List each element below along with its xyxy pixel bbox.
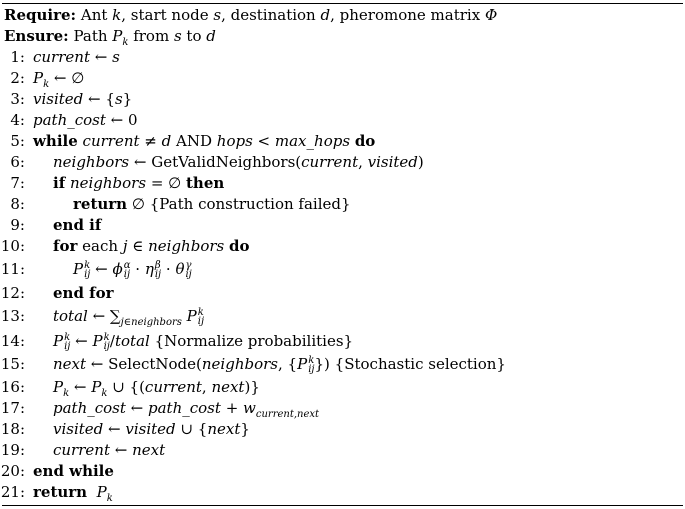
keyword-end-while: end while bbox=[33, 462, 114, 480]
keyword-return: return bbox=[33, 483, 88, 501]
line-number: 2: bbox=[10, 69, 25, 87]
line-code: visited ← visited ∪ {next} bbox=[53, 420, 250, 438]
line-code: end for bbox=[33, 283, 114, 304]
line-8: 8: return ∅ {Path construction failed} bbox=[0, 194, 685, 215]
line-2: 2: Pk ← ∅ bbox=[0, 68, 685, 90]
line-number: 9: bbox=[10, 216, 25, 234]
line-17: 17: path_cost ← path_cost + wcurrent,nex… bbox=[0, 398, 685, 420]
line-1: 1: current ← s bbox=[0, 47, 685, 68]
line-21: 21: return Pk bbox=[0, 482, 685, 504]
line-code: visited ← {s} bbox=[33, 90, 133, 108]
line-number: 19: bbox=[0, 441, 25, 459]
line-code: while current ≠ d AND hops < max_hops do bbox=[33, 132, 376, 150]
keyword-while: while bbox=[33, 132, 78, 150]
line-number: 8: bbox=[10, 195, 25, 213]
line-number: 11: bbox=[0, 260, 25, 278]
keyword-do: do bbox=[354, 132, 376, 150]
line-number: 14: bbox=[0, 332, 25, 350]
line-number: 6: bbox=[10, 153, 25, 171]
comment-failed: {Path construction failed} bbox=[149, 195, 351, 213]
line-6: 6: neighbors ← GetValidNeighbors(current… bbox=[0, 152, 685, 173]
keyword-then: then bbox=[186, 174, 225, 192]
line-number: 7: bbox=[10, 174, 25, 192]
keyword-end-for: end for bbox=[53, 284, 114, 302]
line-code: end while bbox=[33, 461, 114, 482]
line-code: current ← next bbox=[53, 441, 166, 459]
keyword-end-if: end if bbox=[53, 216, 102, 234]
line-number: 16: bbox=[0, 378, 25, 396]
line-number: 12: bbox=[0, 284, 25, 302]
line-number: 4: bbox=[10, 111, 25, 129]
line-code: current ← s bbox=[33, 48, 120, 66]
line-code: return Pk bbox=[33, 483, 113, 504]
function-get-valid-neighbors: GetValidNeighbors bbox=[151, 153, 296, 171]
line-code: if neighbors = ∅ then bbox=[53, 174, 225, 192]
line-number: 10: bbox=[0, 237, 25, 255]
line-number: 17: bbox=[0, 399, 25, 417]
line-code: return ∅ {Path construction failed} bbox=[73, 195, 351, 213]
ensure-label: Ensure: bbox=[4, 27, 69, 45]
line-16: 16: Pk ← Pk ∪ {(current, next)} bbox=[0, 377, 685, 399]
keyword-return: return bbox=[73, 195, 128, 213]
line-code: Pk ← ∅ bbox=[33, 69, 85, 90]
line-number: 13: bbox=[0, 307, 25, 325]
line-4: 4: path_cost ← 0 bbox=[0, 110, 685, 131]
keyword-for: for bbox=[53, 237, 78, 255]
require-line: Require: Ant k, start node s, destinatio… bbox=[4, 6, 498, 24]
keyword-if: if bbox=[53, 174, 66, 192]
and-operator: AND bbox=[176, 132, 212, 150]
require-label: Require: bbox=[4, 6, 77, 24]
line-code: end if bbox=[33, 215, 101, 236]
line-10: 10: for each j ∈ neighbors do bbox=[0, 236, 685, 257]
line-number: 21: bbox=[0, 483, 25, 501]
line-number: 20: bbox=[0, 462, 25, 480]
line-code: path_cost ← path_cost + wcurrent,next bbox=[53, 399, 320, 420]
line-12: 12: end for bbox=[0, 283, 685, 304]
line-number: 15: bbox=[0, 355, 25, 373]
line-20: 20: end while bbox=[0, 461, 685, 482]
line-3: 3: visited ← {s} bbox=[0, 89, 685, 110]
line-code: neighbors ← GetValidNeighbors(current, v… bbox=[53, 153, 424, 171]
line-code: for each j ∈ neighbors do bbox=[53, 237, 250, 255]
line-code: Pk ← Pk ∪ {(current, next)} bbox=[53, 378, 260, 399]
function-select-node: SelectNode bbox=[108, 355, 197, 373]
line-code: path_cost ← 0 bbox=[33, 111, 138, 129]
line-5: 5: while current ≠ d AND hops < max_hops… bbox=[0, 131, 685, 152]
line-18: 18: visited ← visited ∪ {next} bbox=[0, 419, 685, 440]
line-7: 7: if neighbors = ∅ then bbox=[0, 173, 685, 194]
line-number: 5: bbox=[10, 132, 25, 150]
keyword-do: do bbox=[229, 237, 250, 255]
bottom-rule bbox=[2, 505, 683, 506]
top-rule bbox=[2, 3, 683, 4]
line-number: 3: bbox=[10, 90, 25, 108]
comment-stochastic: {Stochastic selection} bbox=[334, 355, 506, 373]
line-number: 1: bbox=[10, 48, 25, 66]
line-9: 9: end if bbox=[0, 215, 685, 236]
ensure-line: Ensure: Path Pk from s to d bbox=[4, 27, 216, 48]
line-number: 18: bbox=[0, 420, 25, 438]
comment-normalize: {Normalize probabilities} bbox=[154, 332, 354, 350]
line-19: 19: current ← next bbox=[0, 440, 685, 461]
each-word: each bbox=[82, 237, 119, 255]
